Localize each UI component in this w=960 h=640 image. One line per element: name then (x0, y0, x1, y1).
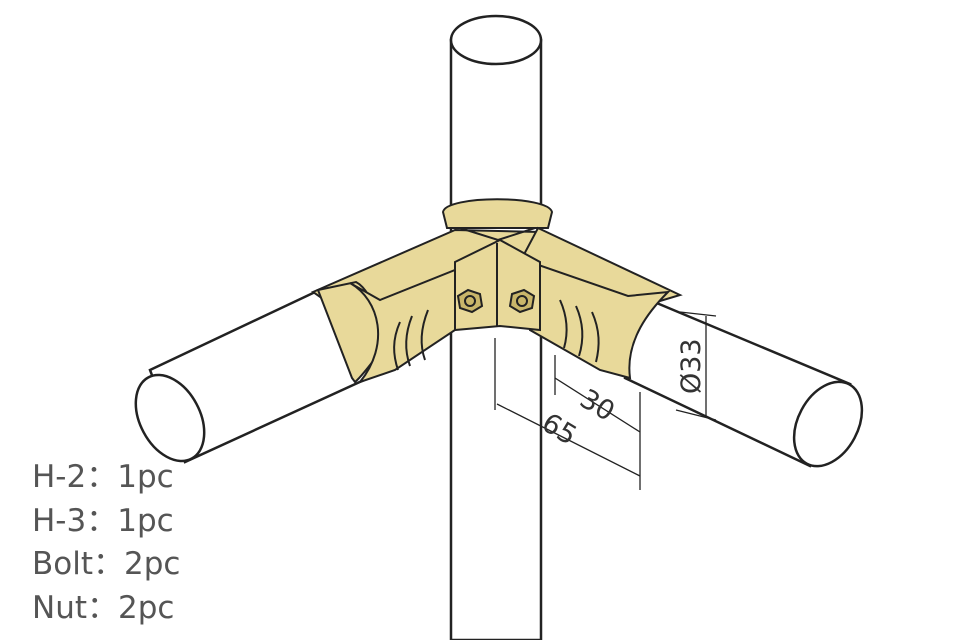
parts-list-item: Nut：2pc (32, 589, 175, 626)
pipe-left (134, 283, 377, 464)
parts-list: H-2：1pc H-3：1pc Bolt：2pc Nut：2pc (32, 456, 180, 630)
bolt-nut-right (508, 288, 536, 314)
dimension-diameter: Ø33 (676, 338, 707, 394)
brass-joint (310, 198, 683, 385)
bolt-nut-left (456, 288, 484, 314)
parts-list-item: H-3：1pc (32, 502, 174, 539)
parts-list-item: H-2：1pc (32, 459, 174, 495)
dimension-30: 30 (574, 383, 619, 427)
dimension-65: 65 (536, 407, 581, 451)
pipe-right (623, 294, 864, 468)
parts-list-item: Bolt：2pc (32, 546, 181, 582)
pipe-vertical (449, 14, 543, 640)
dimension-lines (494, 311, 717, 490)
